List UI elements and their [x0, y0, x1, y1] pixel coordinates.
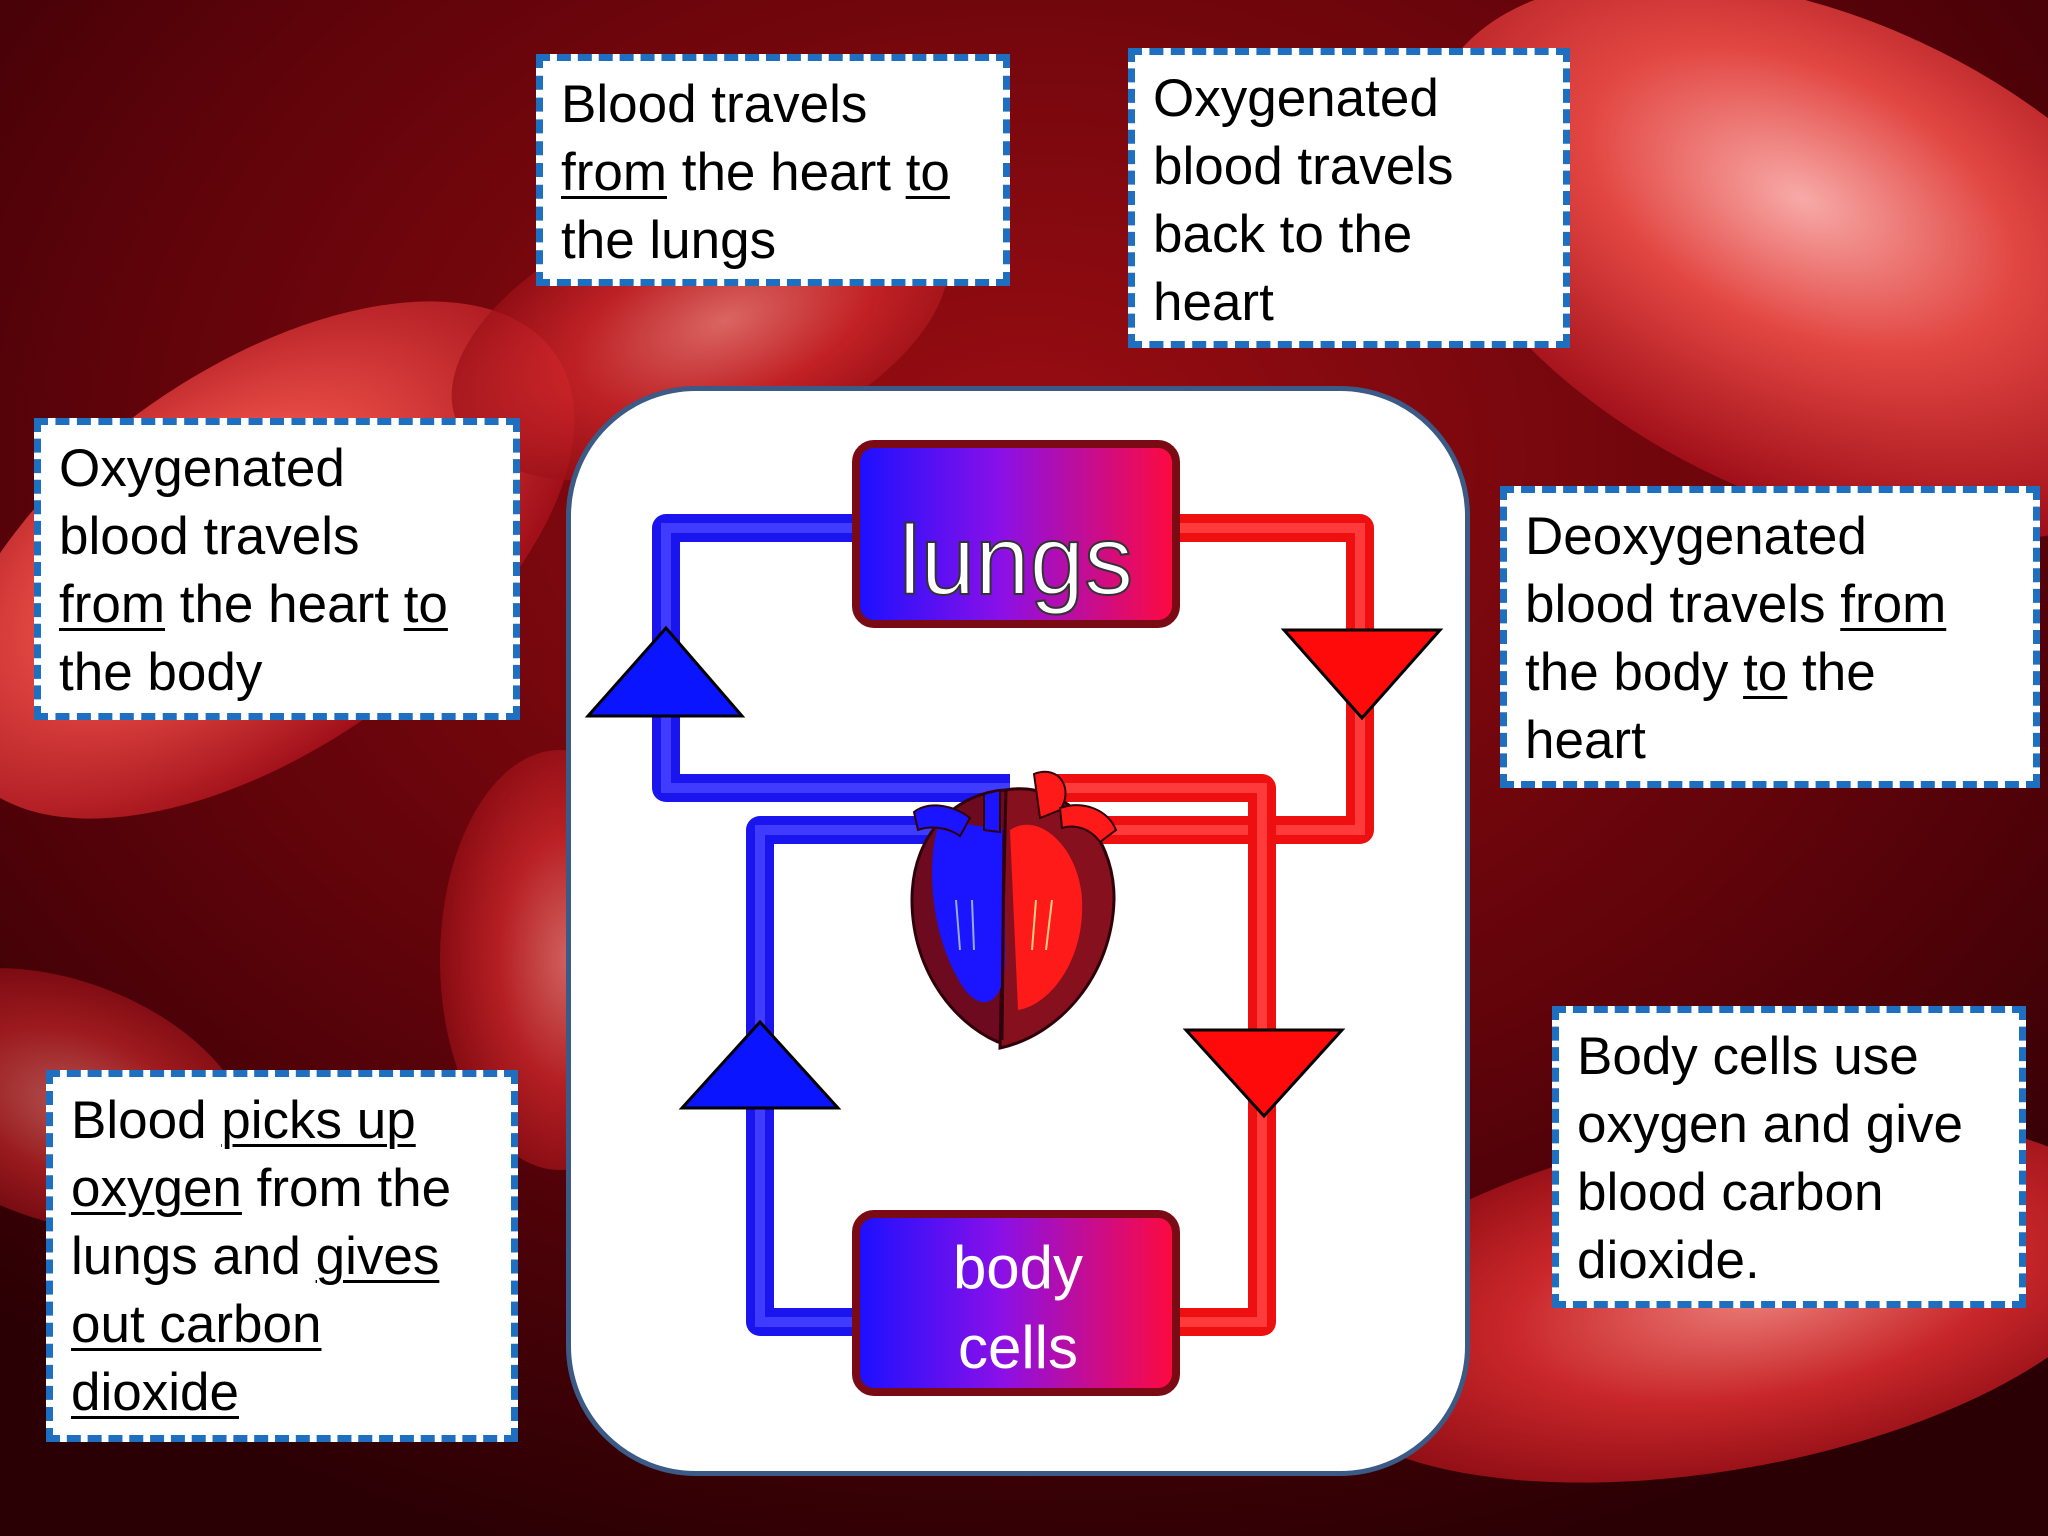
- card-heart-to-body: Oxygenated blood travels from the heart …: [34, 418, 520, 720]
- card-body-to-heart: Deoxygenated blood travels from the body…: [1500, 486, 2040, 788]
- heart-icon: [910, 770, 1118, 1050]
- card-body-cells-use: Body cells use oxygen and give blood car…: [1552, 1006, 2026, 1308]
- lungs-label: lungs: [899, 505, 1133, 615]
- card-lungs-exchange: Blood picks up oxygen from the lungs and…: [46, 1070, 518, 1442]
- body-cells-box: [852, 1210, 1180, 1396]
- arrow-up-to-lungs-icon: [584, 625, 746, 718]
- arrow-down-to-body-icon: [1182, 1028, 1346, 1119]
- body-cells-label-line2: cells: [958, 1314, 1078, 1381]
- card-heart-to-lungs: Blood travels from the heart to the lung…: [536, 54, 1010, 286]
- arrow-up-from-body-icon: [678, 1019, 842, 1110]
- body-cells-label-line1: body: [953, 1234, 1083, 1301]
- lungs-box: [852, 440, 1180, 628]
- card-back-to-heart: Oxygenated blood travels back to the hea…: [1128, 48, 1570, 348]
- arrow-down-from-lungs-icon: [1280, 628, 1444, 721]
